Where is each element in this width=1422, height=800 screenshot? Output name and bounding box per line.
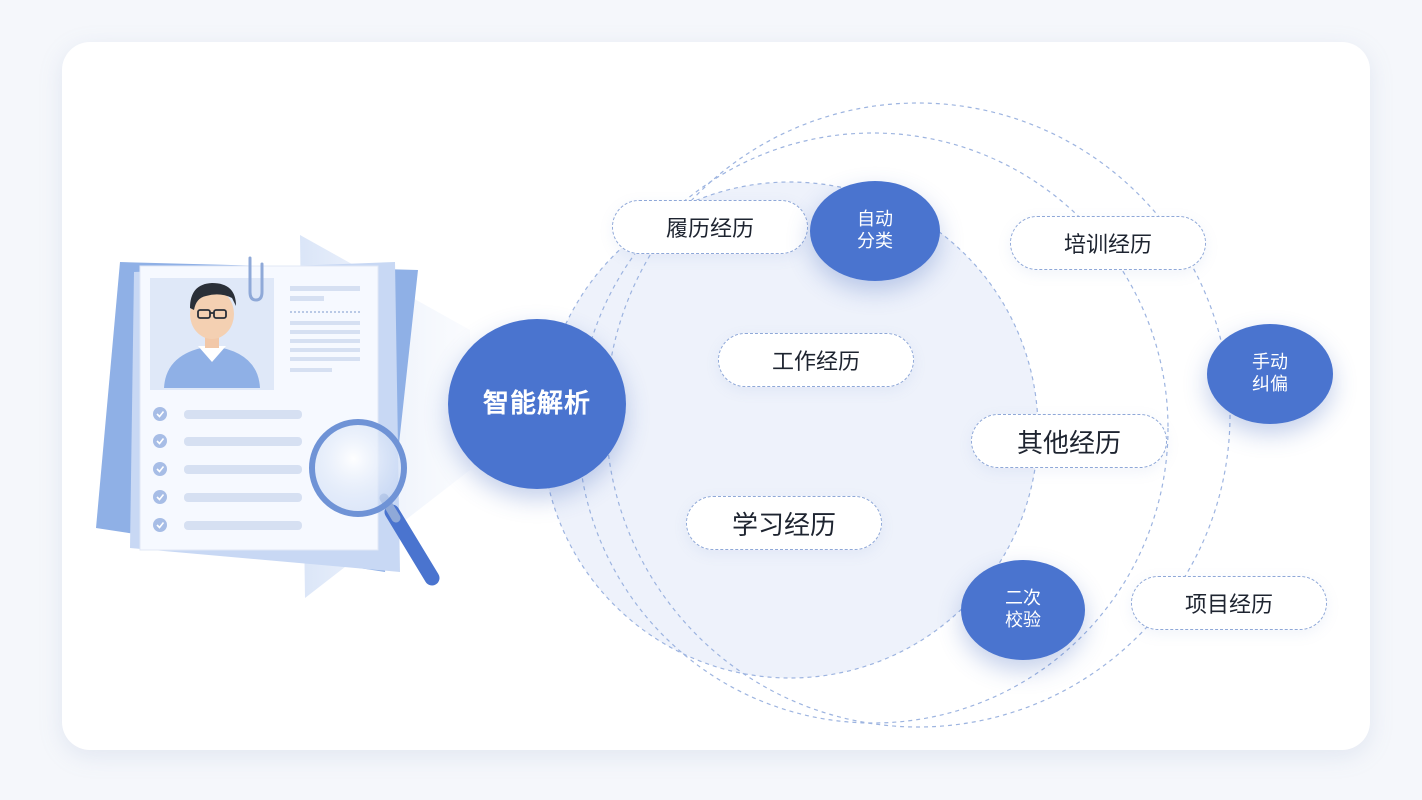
action-node-manual-correct: 手动 纠偏 xyxy=(1207,324,1333,424)
category-pill-label: 项目经历 xyxy=(1184,593,1273,618)
paperclip-icon xyxy=(248,256,264,302)
checklist xyxy=(153,407,302,532)
action-node-auto-classify: 自动 分类 xyxy=(810,181,940,281)
check-icon xyxy=(153,490,167,504)
action-node-label: 自动 分类 xyxy=(857,209,893,252)
check-icon xyxy=(153,462,167,476)
check-line xyxy=(184,493,302,502)
action-node-double-check: 二次 校验 xyxy=(961,560,1085,660)
category-pill-label: 其他经历 xyxy=(1016,428,1121,459)
magnifier-icon xyxy=(309,419,440,586)
category-pill-label: 工作经历 xyxy=(771,350,860,375)
check-icon xyxy=(153,434,167,448)
category-pill-label: 履历经历 xyxy=(665,217,754,242)
action-node-label: 手动 纠偏 xyxy=(1252,352,1288,395)
action-node-label: 二次 校验 xyxy=(1005,588,1041,631)
category-pill-xiangmu: 项目经历 xyxy=(1131,576,1327,630)
check-line xyxy=(184,521,302,530)
check-icon xyxy=(153,518,167,532)
category-pill-gongzuo: 工作经历 xyxy=(718,333,914,387)
category-pill-label: 学习经历 xyxy=(731,510,836,541)
check-line xyxy=(184,410,302,419)
category-pill-label: 培训经历 xyxy=(1063,233,1152,258)
center-node-label: 智能解析 xyxy=(482,389,591,419)
resume-illustration xyxy=(96,235,470,598)
resume-text-lines xyxy=(290,286,360,372)
category-pill-lvli: 履历经历 xyxy=(612,200,808,254)
middle-ring xyxy=(577,132,1169,724)
center-node: 智能解析 xyxy=(448,319,626,489)
check-line xyxy=(184,437,302,446)
category-pill-peixun: 培训经历 xyxy=(1010,216,1206,270)
inner-disc xyxy=(542,182,1038,678)
person-avatar xyxy=(164,283,260,388)
category-pill-xuexi: 学习经历 xyxy=(686,496,882,550)
check-icon xyxy=(153,407,167,421)
check-line xyxy=(184,465,302,474)
category-pill-qita: 其他经历 xyxy=(971,414,1167,468)
